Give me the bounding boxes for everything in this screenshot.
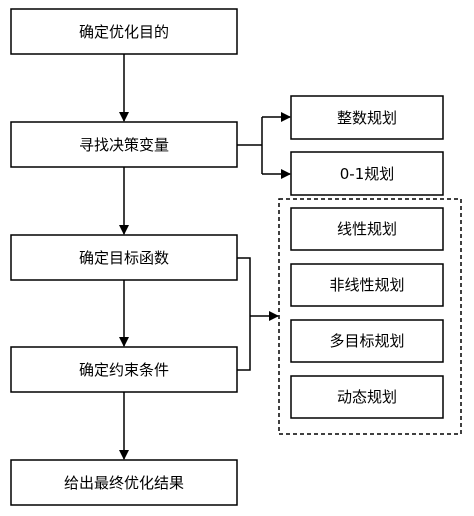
step-find-variables: 寻找决策变量	[10, 121, 238, 168]
model-type-linear-box	[290, 207, 444, 251]
variable-type-integer-label: 整数规划	[337, 109, 397, 127]
variable-type-integer: 整数规划	[290, 95, 444, 140]
model-type-multi-objective-box	[290, 319, 444, 363]
variable-type-integer-box	[290, 95, 444, 140]
model-type-nonlinear-box	[290, 263, 444, 307]
variable-type-zero-one: 0-1规划	[290, 151, 444, 196]
connector-variables-branch	[237, 117, 263, 174]
step-define-constraints: 确定约束条件	[10, 346, 238, 393]
step-define-goal-box	[10, 8, 238, 55]
model-type-multi-objective-label: 多目标规划	[329, 332, 404, 350]
model-type-linear: 线性规划	[290, 207, 444, 251]
step-output-result: 给出最终优化结果	[10, 459, 238, 506]
step-define-constraints-label: 确定约束条件	[79, 361, 169, 379]
model-type-nonlinear-label: 非线性规划	[329, 276, 404, 294]
model-type-linear-label: 线性规划	[337, 220, 397, 238]
step-define-goal: 确定优化目的	[10, 8, 238, 55]
step-output-result-box	[10, 459, 238, 506]
model-type-dynamic-box	[290, 375, 444, 419]
model-types-group	[278, 198, 462, 435]
model-type-multi-objective: 多目标规划	[290, 319, 444, 363]
step-define-objective-label: 确定目标函数	[79, 249, 169, 267]
model-type-dynamic-label: 动态规划	[337, 388, 397, 406]
model-type-dynamic: 动态规划	[290, 375, 444, 419]
step-find-variables-label: 寻找决策变量	[79, 136, 169, 154]
connector-model-branch	[237, 257, 251, 371]
model-type-nonlinear: 非线性规划	[290, 263, 444, 307]
variable-type-zero-one-label: 0-1规划	[340, 165, 395, 183]
variable-type-zero-one-box	[290, 151, 444, 196]
step-define-objective: 确定目标函数	[10, 234, 238, 281]
step-output-result-label: 给出最终优化结果	[64, 474, 184, 492]
step-define-goal-label: 确定优化目的	[79, 23, 169, 41]
step-define-objective-box	[10, 234, 238, 281]
step-find-variables-box	[10, 121, 238, 168]
